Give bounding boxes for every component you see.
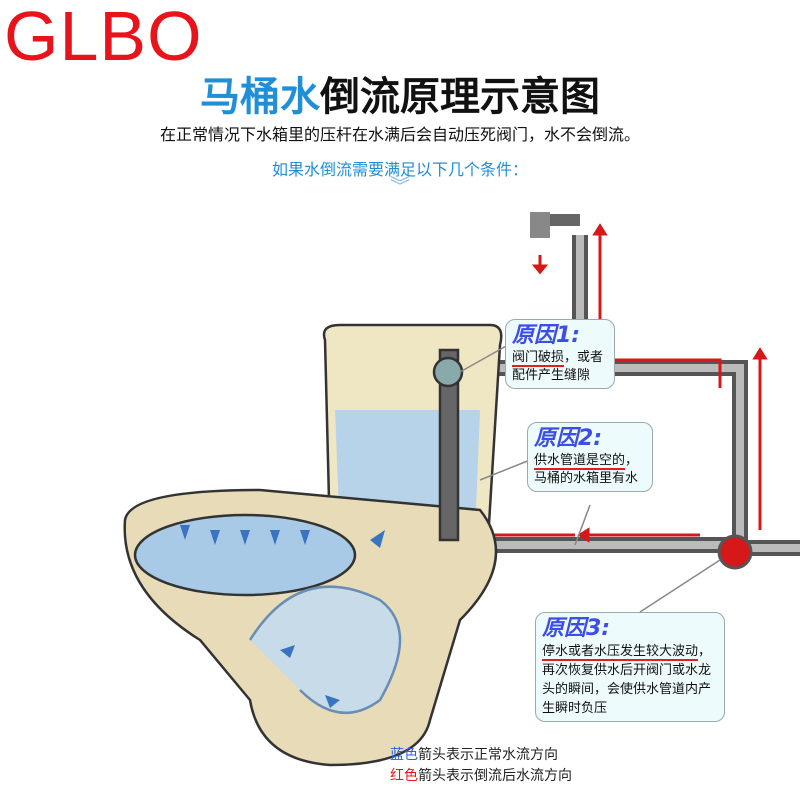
callout-text: ，马桶的水箱里有水: [534, 453, 639, 486]
conditions-text: 如果水倒流需要满足以下几个条件：: [271, 160, 528, 179]
callout-reason-1: 原因1: 阀门破损，或者配件产生缝隙: [505, 319, 615, 389]
legend-red-text: 箭头表示倒流后水流方向: [418, 768, 572, 784]
callout-heading: 原因1:: [512, 323, 581, 348]
legend: 蓝色箭头表示正常水流方向 红色箭头表示倒流后水流方向: [390, 745, 572, 787]
page-title: 马桶水倒流原理示意图: [0, 64, 800, 122]
blue-arrows: [180, 525, 385, 708]
callout-text: ，或者配件产生缝隙: [512, 350, 604, 383]
title-rest: 倒流原理示意图: [320, 74, 600, 120]
legend-red-word: 红色: [390, 768, 418, 784]
callout-heading: 原因2:: [534, 426, 603, 451]
chevron-down-icon: ︾: [390, 174, 410, 198]
valve-icon: [717, 534, 753, 570]
legend-blue-text: 箭头表示正常水流方向: [418, 747, 558, 763]
callout-text: ，再次恢复供水后开阀门或水龙头的瞬间，会使供水管道内产生瞬时负压: [542, 644, 712, 716]
callout-pointers: [459, 344, 721, 613]
callout-underlined: 停水或者水压发生较大波动: [542, 644, 699, 661]
legend-blue: 蓝色箭头表示正常水流方向: [390, 745, 572, 766]
callout-reason-2: 原因2: 供水管道是空的，马桶的水箱里有水: [527, 422, 653, 492]
brand-logo: GLBO: [4, 0, 203, 75]
toilet: [123, 323, 503, 767]
callout-reason-3: 原因3: 停水或者水压发生较大波动，再次恢复供水后开阀门或水龙头的瞬间，会使供水…: [535, 612, 725, 722]
legend-blue-word: 蓝色: [390, 747, 418, 763]
callout-underlined: 阀门破损: [512, 350, 565, 367]
faucet-icon: [530, 212, 550, 238]
callout-heading: 原因3:: [542, 616, 611, 641]
callout-underlined: 供水管道是空的: [534, 453, 626, 470]
subtitle: 在正常情况下水箱里的压杆在水满后会自动压死阀门，水不会倒流。: [159, 125, 640, 144]
title-highlight: 马桶水: [200, 74, 320, 120]
legend-red: 红色箭头表示倒流后水流方向: [390, 766, 572, 787]
